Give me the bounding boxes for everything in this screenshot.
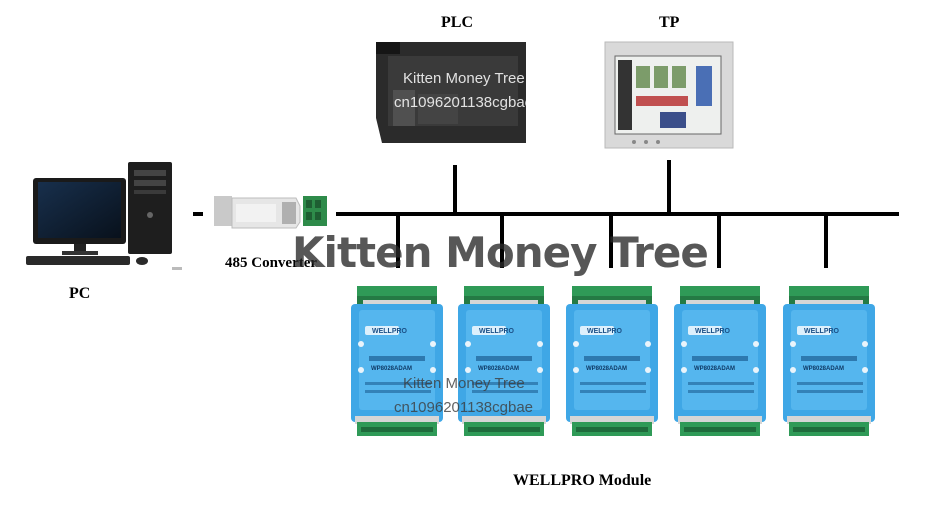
monitor-icon: [33, 178, 126, 255]
module-model: WP8028ADAM: [478, 366, 519, 372]
plc-icon: [376, 42, 526, 143]
io-module-5: [783, 286, 875, 436]
plc-label: PLC: [441, 14, 473, 31]
io-module-icon: [674, 286, 766, 436]
pc-label: PC: [69, 285, 91, 302]
module-brand: WELLPRO: [587, 328, 623, 335]
modules-label: WELLPRO Module: [513, 472, 652, 489]
io-module-icon: [566, 286, 658, 436]
module-model: WP8028ADAM: [586, 366, 627, 372]
io-module-icon: [783, 286, 875, 436]
module-brand-labels: WELLPRO WELLPRO WELLPRO WELLPRO WELLPRO: [372, 328, 840, 335]
watermark-id-top: cn1096201138cgbae: [394, 94, 534, 111]
module-model: WP8028ADAM: [694, 366, 735, 372]
module-model: WP8028ADAM: [371, 366, 412, 372]
keyboard-icon: [26, 256, 182, 270]
watermark-big: Kitten Money Tree: [292, 228, 709, 277]
module-model: WP8028ADAM: [803, 366, 844, 372]
io-module-3: [566, 286, 658, 436]
touch-panel-icon: [604, 41, 734, 149]
module-brand: WELLPRO: [804, 328, 840, 335]
converter-label: 485 Converter: [225, 255, 318, 271]
module-model-labels: WP8028ADAM WP8028ADAM WP8028ADAM WP8028A…: [371, 366, 844, 372]
module-brand: WELLPRO: [479, 328, 515, 335]
pc-tower-icon: [128, 162, 172, 254]
module-brand: WELLPRO: [372, 328, 408, 335]
rs485-bus: [193, 160, 899, 268]
watermark-id-bottom: cn1096201138cgbae: [394, 399, 534, 416]
watermark-name-bottom: Kitten Money Tree: [403, 375, 525, 392]
io-module-4: [674, 286, 766, 436]
watermark-name-top: Kitten Money Tree: [403, 70, 525, 87]
pc: [26, 162, 182, 270]
module-brand: WELLPRO: [695, 328, 731, 335]
tp-label: TP: [659, 14, 680, 31]
converter-icon: [214, 196, 327, 229]
